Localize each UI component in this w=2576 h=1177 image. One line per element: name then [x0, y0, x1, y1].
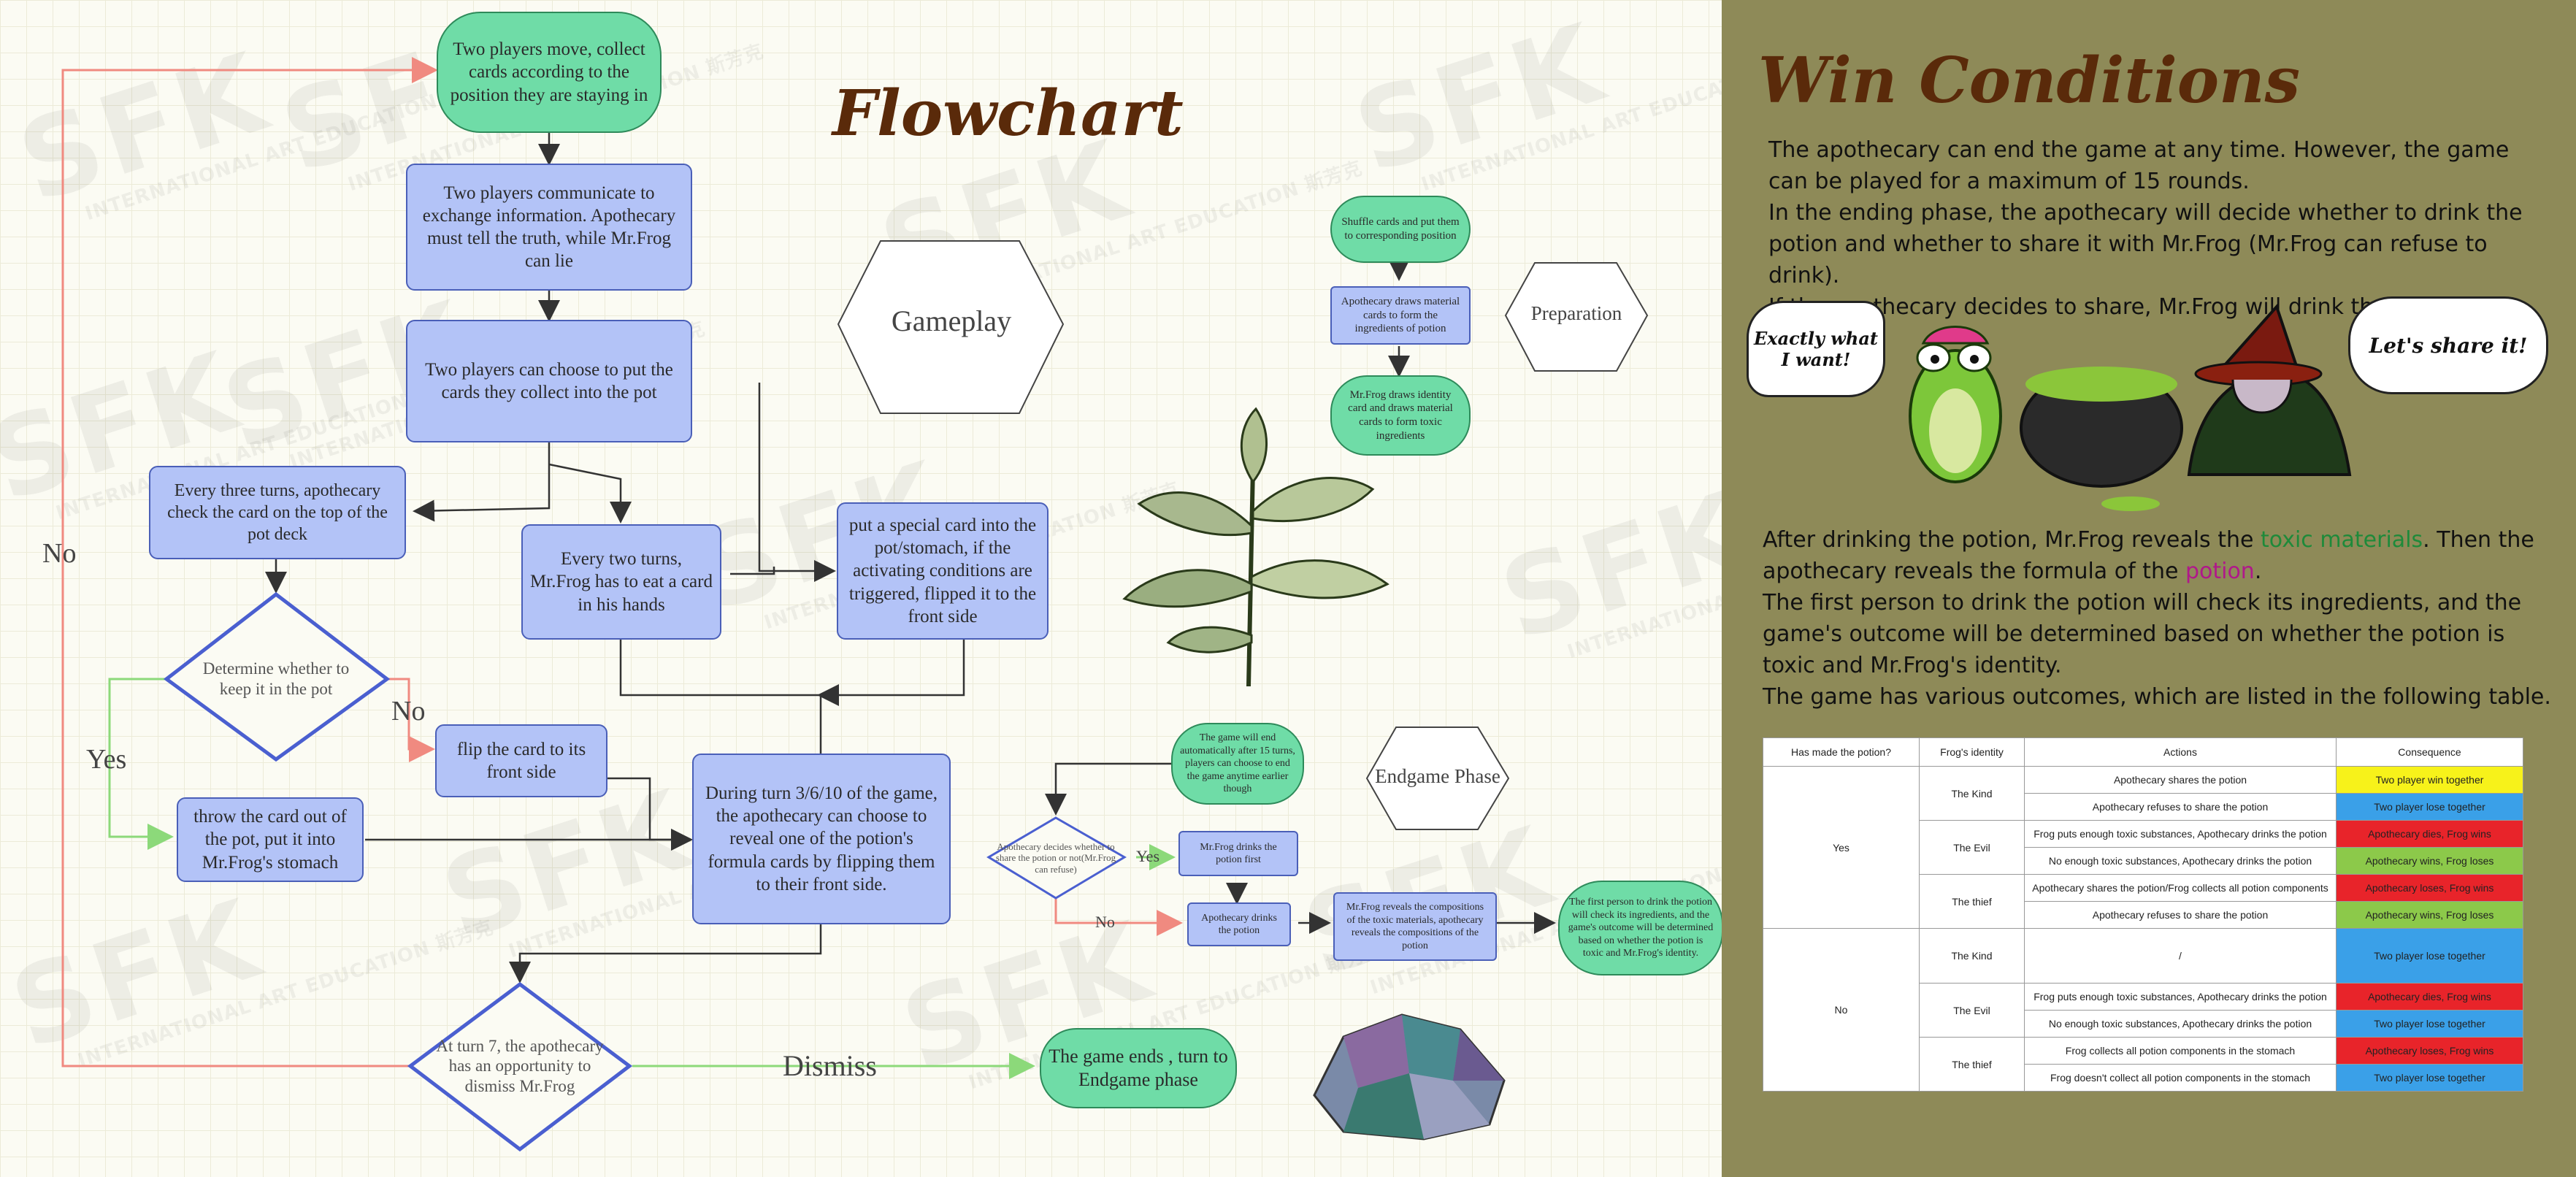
identity-cell: The Evil	[1919, 983, 2025, 1038]
turn-reveal-node: During turn 3/6/10 of the game, the apot…	[692, 754, 951, 924]
check-line: The first person to drink the potion wil…	[1763, 590, 2522, 678]
apo-drinks-node: Apothecary drinks the potion	[1187, 902, 1291, 946]
win-intro: The apothecary can end the game at any t…	[1768, 134, 2550, 323]
result-cell: Apothecary wins, Frog loses	[2336, 901, 2523, 929]
result-cell: Apothecary loses, Frog wins	[2336, 1037, 2523, 1065]
decide-share-label: Apothecary decides whether to share the …	[995, 840, 1116, 875]
determine-diamond	[163, 591, 391, 762]
gameplay-label: Gameplay	[891, 304, 1012, 337]
preparation-hexagon	[1504, 262, 1649, 372]
edge-label-yes: Yes	[86, 744, 127, 775]
crystal-illustration	[1313, 1013, 1506, 1140]
flowchart-title: Flowchart	[832, 77, 1184, 150]
edge-label-end-yes: Yes	[1136, 847, 1160, 865]
action-cell: No enough toxic substances, Apothecary d…	[2024, 847, 2337, 875]
header-consequence: Consequence	[2336, 737, 2523, 767]
every-two-node: Every two turns, Mr.Frog has to eat a ca…	[521, 524, 721, 640]
characters-illustration	[1909, 304, 2352, 511]
outcomes-line: The game has various outcomes, which are…	[1763, 684, 2551, 710]
identity-cell: The Evil	[1919, 820, 2025, 875]
win-title: Win Conditions	[1758, 44, 2301, 118]
cauldron-illustration	[2020, 367, 2183, 511]
frog-illustration	[1909, 326, 2002, 483]
preparation-label: Preparation	[1530, 302, 1622, 324]
identity-cell: The Kind	[1919, 766, 2025, 821]
identity-cell: The thief	[1919, 874, 2025, 929]
collect-node: Two players move, collect cards accordin…	[437, 12, 662, 133]
first-person-node: The first person to drink the potion wil…	[1558, 881, 1722, 975]
edge-label-no-left: No	[42, 538, 77, 569]
header-actions: Actions	[2024, 737, 2337, 767]
choose-put-node: Two players can choose to put the cards …	[406, 320, 692, 442]
edge-label-no-flip: No	[391, 696, 426, 726]
made-yes-cell: Yes	[1763, 766, 1920, 929]
intro-line: The apothecary can end the game at any t…	[1768, 137, 2510, 194]
auto-end-node: The game will end automatically after 15…	[1171, 723, 1304, 805]
bubble-left: Exactly what I want!	[1747, 301, 1885, 397]
special-card-node: put a special card into the pot/stomach,…	[837, 502, 1049, 640]
result-cell: Two player lose together	[2336, 793, 2523, 821]
action-cell: Frog doesn't collect all potion componen…	[2024, 1064, 2337, 1092]
draws-material-node: Apothecary draws material cards to form …	[1330, 286, 1471, 345]
header-identity: Frog's identity	[1919, 737, 2025, 767]
potion-highlight: potion	[2185, 559, 2255, 584]
frog-reveals-node: Mr.Frog reveals the compositions of the …	[1333, 892, 1497, 961]
every-three-node: Every three turns, apothecary check the …	[149, 466, 406, 559]
result-cell: Apothecary dies, Frog wins	[2336, 820, 2523, 848]
shuffle-node: Shuffle cards and put them to correspond…	[1330, 196, 1471, 263]
intro-line: In the ending phase, the apothecary will…	[1768, 200, 2523, 288]
gameplay-hexagon	[837, 240, 1065, 414]
witch-illustration	[2187, 304, 2352, 476]
flip-node: flip the card to its front side	[435, 724, 607, 797]
action-cell: /	[2024, 928, 2337, 984]
action-cell: Apothecary shares the potion	[2024, 766, 2337, 794]
action-cell: Apothecary refuses to share the potion	[2024, 901, 2337, 929]
toxic-materials-highlight: toxic materials	[2261, 527, 2423, 553]
result-cell: Apothecary loses, Frog wins	[2336, 874, 2523, 902]
edge-label-end-no: No	[1095, 913, 1115, 931]
edge-label-dismiss: Dismiss	[783, 1049, 877, 1082]
result-cell: Two player lose together	[2336, 1010, 2523, 1038]
game-ends-node: The game ends , turn to Endgame phase	[1040, 1028, 1237, 1108]
header-made: Has made the potion?	[1763, 737, 1920, 767]
action-cell: Frog collects all potion components in t…	[2024, 1037, 2337, 1065]
win-details: After drinking the potion, Mr.Frog revea…	[1763, 524, 2551, 713]
result-cell: Two player win together	[2336, 766, 2523, 794]
action-cell: No enough toxic substances, Apothecary d…	[2024, 1010, 2337, 1038]
action-cell: Frog puts enough toxic substances, Apoth…	[2024, 820, 2337, 848]
turn7-label: At turn 7, the apothecary has an opportu…	[436, 1036, 604, 1095]
decide-share-diamond	[986, 816, 1127, 900]
flowchart-connectors	[61, 57, 1649, 1152]
result-cell: Apothecary dies, Frog wins	[2336, 983, 2523, 1011]
win-conditions-panel: Win Conditions The apothecary can end th…	[1722, 0, 2576, 1177]
result-cell: Two player lose together	[2336, 928, 2523, 984]
throw-node: throw the card out of the pot, put it in…	[177, 797, 364, 882]
identity-cell: The Kind	[1919, 928, 2025, 984]
frog-draws-node: Mr.Frog draws identity card and draws ma…	[1330, 375, 1471, 456]
identity-cell: The thief	[1919, 1037, 2025, 1092]
made-no-cell: No	[1763, 928, 1920, 1092]
action-cell: Apothecary shares the potion/Frog collec…	[2024, 874, 2337, 902]
result-cell: Two player lose together	[2336, 1064, 2523, 1092]
leaf-illustration	[1122, 407, 1389, 687]
endgame-label: Endgame Phase	[1375, 765, 1500, 787]
endgame-hexagon	[1365, 726, 1510, 830]
frog-drinks-node: Mr.Frog drinks the potion first	[1178, 831, 1298, 876]
result-cell: Apothecary wins, Frog loses	[2336, 847, 2523, 875]
turn7-diamond	[407, 981, 633, 1152]
action-cell: Apothecary refuses to share the potion	[2024, 793, 2337, 821]
reveal-line: After drinking the potion, Mr.Frog revea…	[1763, 527, 2534, 584]
action-cell: Frog puts enough toxic substances, Apoth…	[2024, 983, 2337, 1011]
outcomes-table: Has made the potion? Frog's identity Act…	[1763, 737, 2523, 1092]
communicate-node: Two players communicate to exchange info…	[406, 164, 692, 291]
bubble-right: Let's share it!	[2348, 296, 2548, 394]
determine-label: Determine whether to keep it in the pot	[202, 659, 350, 698]
